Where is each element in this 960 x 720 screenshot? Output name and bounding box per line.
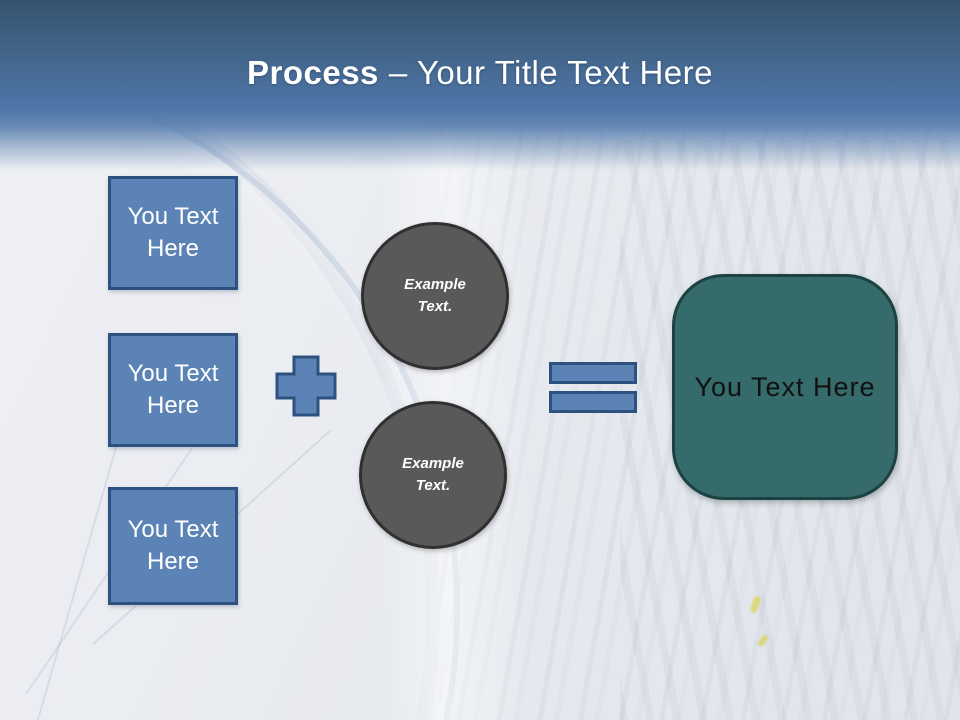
equals-bar-top bbox=[549, 362, 637, 384]
input-box-1-label: You Text Here bbox=[127, 203, 219, 262]
result-box: You Text Here bbox=[672, 274, 898, 500]
slide-title: Process– Your Title Text Here bbox=[0, 54, 960, 92]
input-box-3-label: You Text Here bbox=[127, 516, 219, 575]
example-circle-2-label: Example Text. bbox=[402, 454, 464, 495]
slide-title-subtext: – Your Title Text Here bbox=[388, 54, 714, 91]
result-box-label: You Text Here bbox=[694, 371, 876, 402]
equals-bar-bottom bbox=[549, 391, 637, 413]
example-circle-1-label: Example Text. bbox=[404, 275, 466, 316]
slide-title-keyword: Process bbox=[246, 54, 379, 91]
input-box-2-label: You Text Here bbox=[127, 360, 219, 419]
plus-icon-shape bbox=[275, 355, 337, 417]
input-box-3: You Text Here bbox=[108, 487, 238, 605]
equals-icon bbox=[549, 362, 637, 413]
plus-icon bbox=[274, 354, 338, 418]
background-yellow-accent bbox=[756, 633, 770, 648]
example-circle-2: Example Text. bbox=[359, 401, 507, 549]
input-box-2: You Text Here bbox=[108, 333, 238, 447]
header-gradient bbox=[0, 0, 960, 170]
input-box-1: You Text Here bbox=[108, 176, 238, 290]
background-yellow-accent bbox=[749, 595, 762, 614]
example-circle-1: Example Text. bbox=[361, 222, 509, 370]
